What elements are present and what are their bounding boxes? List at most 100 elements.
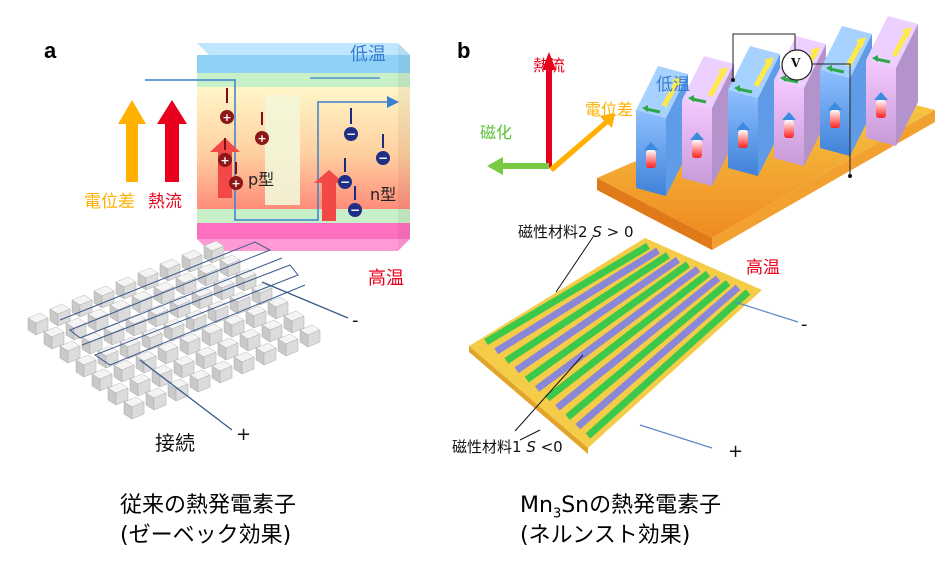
module-cube — [195, 346, 217, 370]
stripe-material2 — [524, 261, 691, 383]
lead-wire-plus — [639, 424, 713, 449]
material1-name: 磁性材料1 — [452, 438, 527, 456]
heat-flow-label-b: 熱流 — [533, 56, 566, 75]
magnetization-axis-arrow — [487, 157, 549, 175]
module-cube — [75, 354, 97, 378]
module-cube — [223, 314, 245, 338]
p-type-label: p型 — [248, 170, 275, 189]
heat-flow-axis-arrow — [542, 52, 556, 168]
module-cube — [181, 249, 203, 273]
nernst-bar-pink — [866, 16, 918, 146]
stripe-material1 — [555, 275, 721, 411]
module-cube — [123, 396, 145, 420]
module-cube — [87, 308, 109, 332]
nernst-bar-blue — [820, 26, 872, 156]
label-leader — [514, 354, 584, 432]
caption-b-line1: Mn3Snの熱発電素子 — [520, 491, 721, 529]
thermoelectric-module-array — [27, 240, 321, 420]
caption-b-subscript: 3 — [552, 506, 562, 522]
terminal-plus: + — [236, 424, 252, 445]
voltmeter-wire — [810, 63, 851, 176]
flow-arrow — [753, 62, 771, 88]
module-cube — [129, 373, 151, 397]
hole-carrier: + — [255, 112, 269, 145]
internal-heat-arrow — [314, 170, 344, 221]
svg-text:+: + — [257, 132, 266, 145]
n-type-label: n型 — [370, 185, 397, 204]
heat-flow-arrow — [157, 100, 187, 182]
stripe-material1 — [514, 256, 680, 374]
module-cube — [179, 332, 201, 356]
module-cube — [245, 305, 267, 329]
potential-diff-label-b: 電位差 — [585, 100, 634, 119]
nernst-bar-array — [636, 16, 918, 196]
label-leader — [555, 236, 594, 293]
seebeck-device-block — [145, 43, 410, 251]
high-temp-label-b: 高温 — [746, 258, 780, 278]
potential-axis-arrow — [549, 113, 615, 172]
voltmeter-wire — [732, 33, 796, 80]
flow-arrow — [707, 72, 725, 98]
panel-a-label: a — [44, 38, 57, 63]
stripe-material2 — [504, 252, 670, 364]
material2-sign: > 0 — [601, 223, 634, 241]
module-cube — [267, 296, 289, 320]
voltmeter-icon — [781, 49, 813, 81]
electron-carrier: − — [338, 158, 352, 189]
module-cube — [135, 350, 157, 374]
terminal-minus: - — [352, 310, 359, 331]
module-cube — [153, 281, 175, 305]
module-cube — [283, 310, 305, 334]
svg-text:−: − — [350, 203, 360, 217]
material1-label: 磁性材料1 S <0 — [452, 436, 563, 457]
stripe-material2 — [545, 270, 711, 402]
lead-wire-plus — [139, 359, 233, 431]
electron-carrier: − — [344, 108, 358, 141]
stripe-material1 — [494, 247, 660, 355]
nernst-bar-blue — [636, 66, 688, 196]
module-wiring — [59, 241, 283, 339]
module-cube — [201, 323, 223, 347]
module-cube — [239, 328, 261, 352]
voltmeter-label: V — [791, 56, 801, 70]
lead-wire-minus — [734, 301, 799, 323]
stripe-material1 — [575, 284, 741, 430]
module-cube — [59, 340, 81, 364]
module-wiring — [81, 264, 306, 366]
svg-text:+: + — [220, 154, 229, 167]
high-temp-label: 高温 — [368, 268, 404, 289]
svg-text:+: + — [231, 177, 240, 190]
stripe-material2 — [484, 242, 650, 346]
module-cube — [119, 336, 141, 360]
connection-label: 接続 — [155, 431, 195, 455]
label-leader — [519, 429, 541, 441]
hole-carrier: + — [220, 88, 234, 124]
module-cube — [233, 351, 255, 375]
magnetization-label: 磁化 — [480, 123, 513, 142]
caption-b-rest: Snの熱発電素子 — [561, 493, 722, 518]
potential-diff-label: 電位差 — [84, 192, 135, 212]
module-cube — [43, 326, 65, 350]
flow-arrow — [845, 42, 863, 68]
module-cube — [235, 268, 257, 292]
module-cube — [189, 369, 211, 393]
stripe-material1 — [534, 266, 701, 392]
module-cube — [217, 337, 239, 361]
module-cube — [137, 267, 159, 291]
module-cube — [159, 258, 181, 282]
caption-b-line2: (ネルンスト効果) — [520, 523, 691, 548]
module-cube — [255, 342, 277, 366]
module-cube — [261, 319, 283, 343]
electron-carrier: − — [376, 134, 390, 165]
hole-carrier: + — [229, 162, 243, 190]
module-cube — [299, 324, 321, 348]
serpentine-device — [469, 238, 762, 454]
module-cube — [277, 333, 299, 357]
terminal-minus-b: - — [801, 314, 808, 335]
module-cube — [157, 341, 179, 365]
module-cube — [131, 290, 153, 314]
terminal-plus-b: + — [728, 441, 744, 462]
svg-text:−: − — [340, 175, 350, 189]
caption-a-line2: (ゼーベック効果) — [120, 523, 292, 548]
